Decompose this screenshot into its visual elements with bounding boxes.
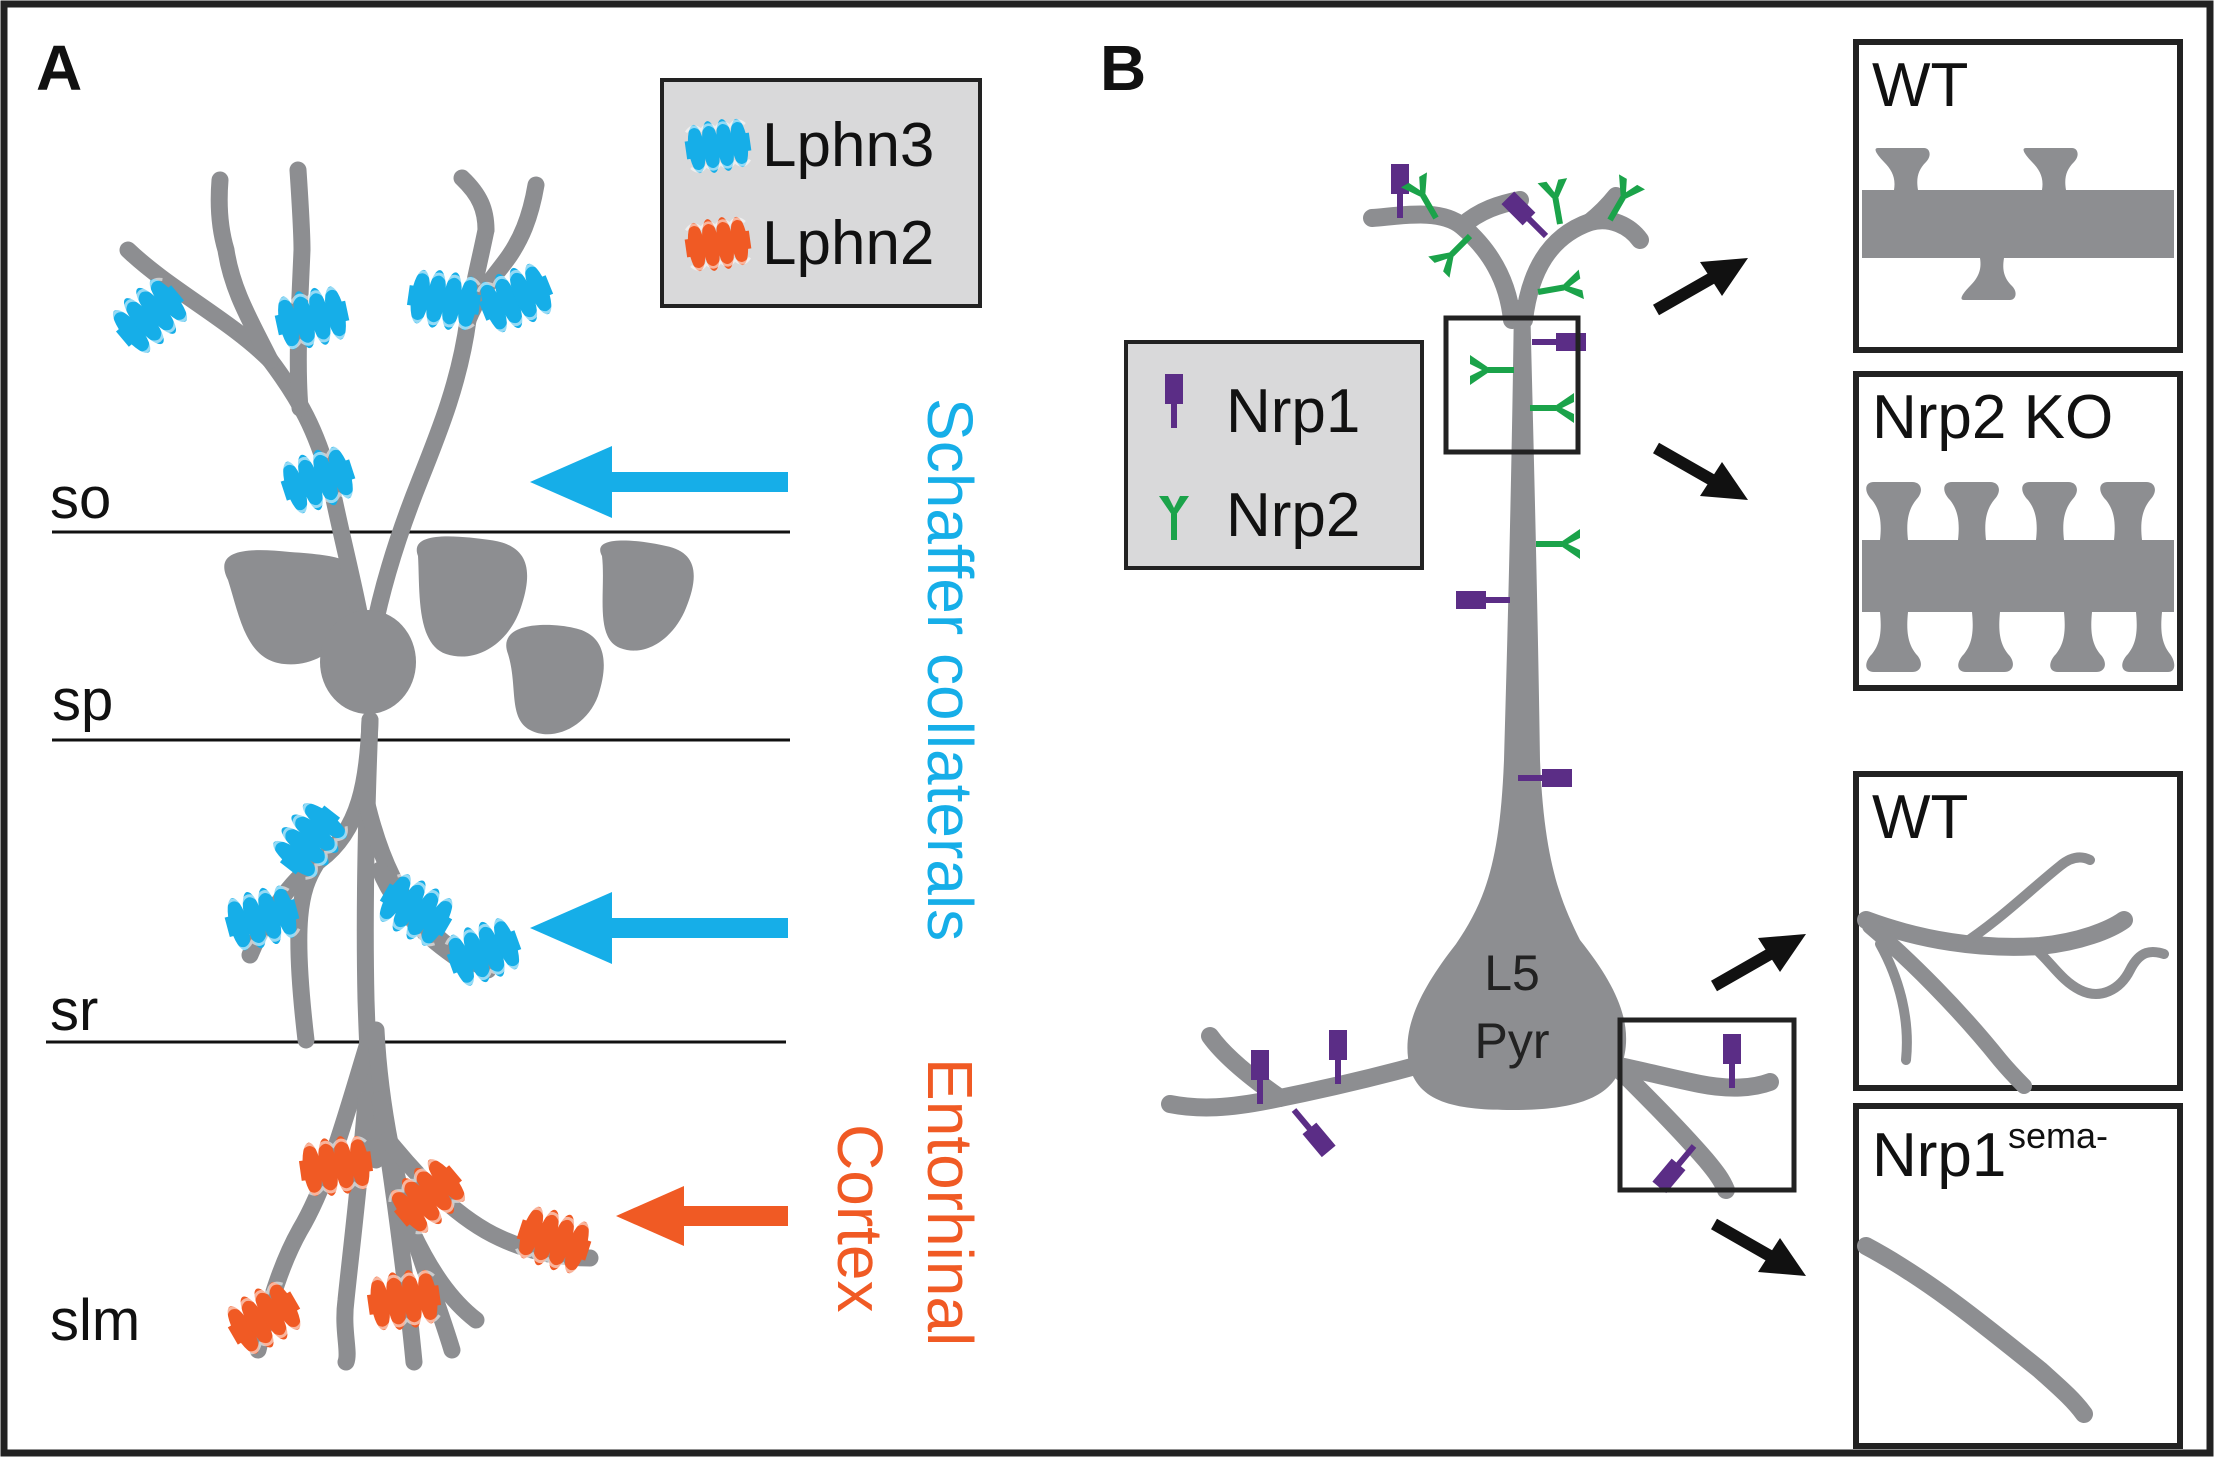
nrp2-receptor-icon bbox=[1470, 355, 1514, 385]
zoom-arrows bbox=[1653, 258, 1806, 1276]
nrp2-receptor-icon bbox=[1536, 529, 1580, 559]
inset-spine-wt-label: WT bbox=[1872, 51, 1968, 120]
schaffer-collaterals-label: Schaffer collaterals bbox=[914, 398, 986, 941]
inset-spine-wt: WT bbox=[1853, 39, 2183, 353]
nrp1-receptor-icon bbox=[1456, 591, 1510, 609]
inset-dendrite-wt: WT bbox=[1853, 771, 2183, 1094]
soma-label-line2: Pyr bbox=[1475, 1013, 1550, 1069]
legend-label-nrp2: Nrp2 bbox=[1226, 481, 1360, 550]
nrp1-receptor-icon bbox=[1287, 1104, 1336, 1158]
inset-spine-nrp2-ko: Nrp2 KO bbox=[1853, 371, 2183, 691]
legend-label-lphn2: Lphn2 bbox=[762, 209, 934, 278]
arrow-to-spine-wt bbox=[1653, 272, 1715, 316]
layer-label-slm: slm bbox=[50, 1288, 140, 1353]
inset-spine-ko-label: Nrp2 KO bbox=[1872, 383, 2113, 452]
nrp2-receptor-icon bbox=[1537, 178, 1575, 227]
inset-dend-mut-label: Nrp1 bbox=[1872, 1121, 2006, 1190]
panel-b-letter: B bbox=[1100, 32, 1146, 104]
lphn3-receptor-icon bbox=[273, 439, 363, 521]
legend-label-lphn3: Lphn3 bbox=[762, 111, 934, 180]
neighbor-somata bbox=[224, 536, 694, 735]
panel-b-legend: Nrp1 Nrp2 bbox=[1124, 340, 1424, 570]
entorhinal-label-line1: Entorhinal bbox=[914, 1058, 986, 1346]
nrp1-receptor-icon bbox=[1652, 1140, 1701, 1194]
entorhinal-arrow bbox=[616, 1186, 788, 1246]
lphn2-receptor-icon bbox=[509, 1199, 599, 1281]
lphn3-receptor-icon bbox=[438, 910, 530, 994]
schaffer-arrow-lower bbox=[530, 892, 788, 964]
lphn3-receptor-icon bbox=[263, 792, 357, 888]
inset-dend-mut-superscript: sema- bbox=[2008, 1115, 2108, 1156]
lphn3-receptor-icon bbox=[269, 280, 355, 356]
panel-a: A Lphn3 Lphn2 so sp sr slm bbox=[36, 32, 986, 1371]
legend-label-nrp1: Nrp1 bbox=[1226, 377, 1360, 446]
layer-label-sp: sp bbox=[52, 668, 113, 733]
schaffer-arrow-upper bbox=[530, 446, 788, 518]
zoom-box-apical bbox=[1443, 315, 1581, 455]
inset-dend-wt-label: WT bbox=[1872, 783, 1968, 852]
soma-label-line1: L5 bbox=[1484, 945, 1540, 1001]
layer-label-so: so bbox=[50, 466, 111, 531]
panel-a-legend: Lphn3 Lphn2 bbox=[660, 78, 982, 308]
panel-a-letter: A bbox=[36, 32, 82, 104]
arrow-to-dend-wt bbox=[1711, 948, 1773, 992]
arrow-to-dend-mut bbox=[1711, 1218, 1773, 1262]
neuron-a-soma bbox=[320, 610, 416, 714]
inset-dendrite-nrp1-sema: Nrp1 sema- bbox=[1853, 1103, 2183, 1449]
entorhinal-label-line2: Cortex bbox=[824, 1124, 896, 1313]
zoom-box-basal bbox=[1617, 1017, 1797, 1193]
panel-b: B Nrp1 Nrp2 bbox=[1100, 32, 2183, 1449]
layer-label-sr: sr bbox=[50, 978, 98, 1043]
nrp2-receptor-icon bbox=[1530, 393, 1574, 423]
arrow-to-spine-ko bbox=[1653, 442, 1715, 486]
